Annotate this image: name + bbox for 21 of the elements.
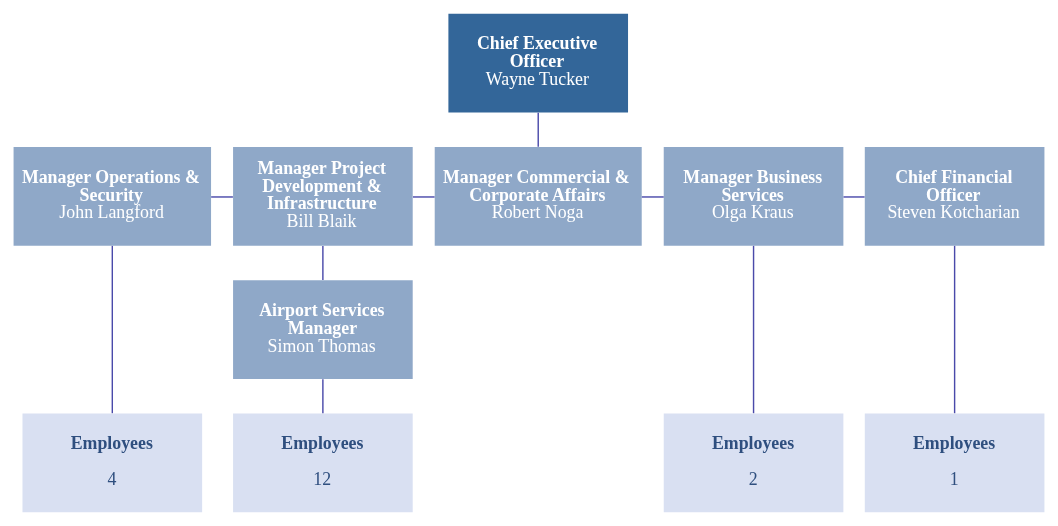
node-box: Employees 12 [233, 413, 413, 513]
node-box: Manager Operations & Security John Langford [13, 147, 212, 246]
node-box: Employees 1 [864, 413, 1045, 513]
node-box: Chief Financial Officer Steven Kotcharian [864, 147, 1045, 246]
connector [322, 245, 324, 281]
connector [953, 245, 956, 414]
connector [752, 245, 755, 414]
connector [641, 196, 665, 198]
node-box: Employees 4 [22, 413, 203, 513]
connector [412, 196, 436, 198]
connector [537, 112, 539, 148]
node-box: Manager Commercial & Corporate Affairs Robert Noga [434, 147, 642, 246]
connector [210, 196, 234, 198]
node-box: Chief Executive Officer Wayne Tucker [448, 13, 629, 113]
connector [322, 378, 324, 414]
connector [111, 245, 114, 414]
node-box: Manager Project Development & Infrastructure Bill Blaik [233, 147, 413, 246]
connector [842, 196, 866, 198]
node-box: Manager Business Services Olga Kraus [663, 147, 844, 246]
node-box: Airport Services Manager Simon Thomas [233, 280, 413, 379]
node-box: Employees 2 [663, 413, 844, 513]
